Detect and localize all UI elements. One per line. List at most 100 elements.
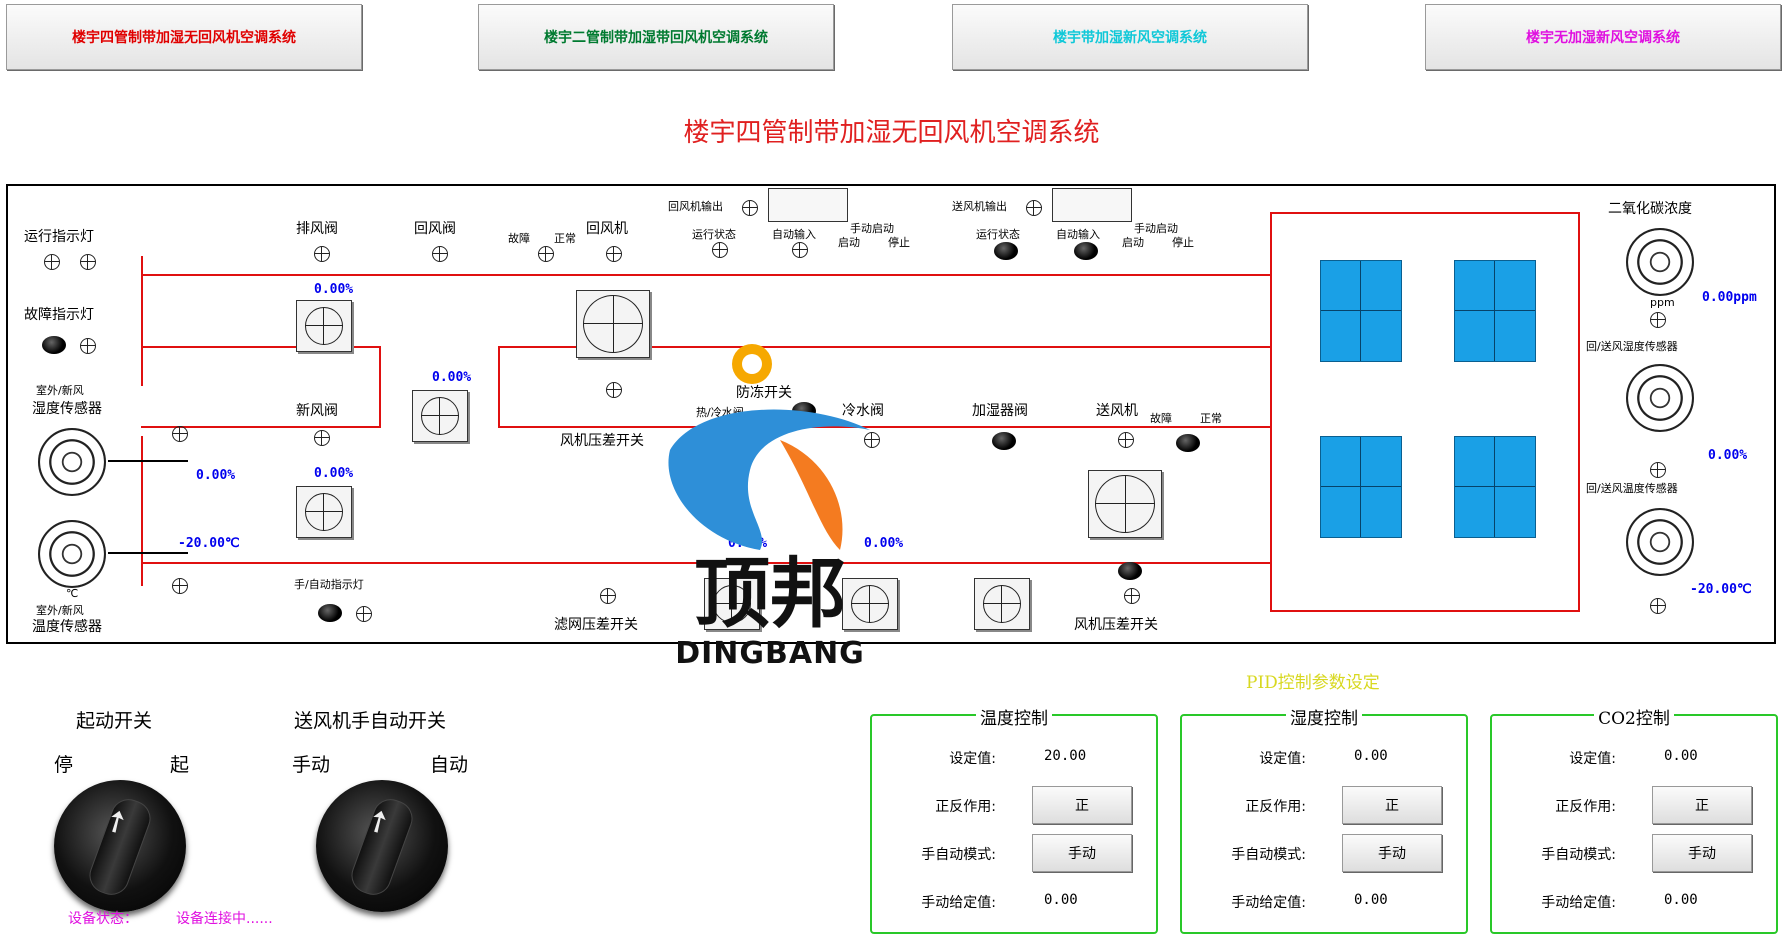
ppm-label: ppm <box>1650 296 1675 309</box>
ahu-box <box>1270 212 1580 612</box>
return-damper-icon[interactable] <box>412 390 468 442</box>
auto-input-icon-2 <box>1074 242 1098 260</box>
cold-valve-pct: 0.00% <box>864 536 904 551</box>
manual-label: 手动 <box>292 754 331 776</box>
run-light-term-icon <box>80 254 96 270</box>
duct-top-edge <box>141 274 1271 276</box>
duct-connector-left <box>379 346 381 428</box>
stop-label-2: 停止 <box>1172 236 1194 249</box>
mode-button[interactable]: 手动 <box>1652 834 1752 872</box>
setpoint-value[interactable]: 0.00 <box>1664 748 1698 764</box>
return-fan-normal-label: 正常 <box>554 232 576 245</box>
direction-label: 正反作用: <box>1245 799 1306 815</box>
duct-bottom-edge <box>141 562 1271 564</box>
direction-button[interactable]: 正 <box>1032 786 1132 824</box>
supply-fan-fault-icon <box>1176 434 1200 452</box>
fault-light-icon <box>42 336 66 354</box>
setpoint-label: 设定值: <box>1569 751 1616 767</box>
cold-water-valve-icon <box>864 432 880 448</box>
mode-button[interactable]: 手动 <box>1032 834 1132 872</box>
pid-group-temperature: 温度控制 设定值:20.00 正反作用:正 手自动模式:手动 手动给定值:0.0… <box>870 709 1158 934</box>
watermark-en: DINGBANG <box>675 636 865 671</box>
humidifier-valve-icon <box>992 432 1016 450</box>
mode-label: 手自动模式: <box>1231 847 1306 863</box>
co2-label: 二氧化碳浓度 <box>1608 201 1692 217</box>
fault-light-label: 故障指示灯 <box>24 307 94 323</box>
stop-label: 停 <box>54 754 74 776</box>
humidifier-damper-icon[interactable] <box>974 578 1030 630</box>
filter-dp-icon <box>600 588 616 604</box>
page-title: 楼宇四管制带加湿无回风机空调系统 <box>683 118 1100 148</box>
cold-water-valve-label: 冷水阀 <box>842 403 884 419</box>
pid-group-humidity: 湿度控制 设定值:0.00 正反作用:正 手自动模式:手动 手动给定值:0.00 <box>1180 709 1468 934</box>
start-switch-label: 起动开关 <box>76 710 153 732</box>
setpoint-value[interactable]: 20.00 <box>1044 748 1087 764</box>
manual-value[interactable]: 0.00 <box>1354 892 1388 908</box>
supply-fan-icon[interactable] <box>1088 470 1162 538</box>
tab-fresh-air-hum[interactable]: 楼宇带加湿新风空调系统 <box>952 4 1308 70</box>
ret-sup-hum-gauge-icon <box>1626 364 1694 432</box>
pid-title: PID控制参数设定 <box>1246 673 1380 693</box>
fresh-damper-icon[interactable] <box>296 486 352 538</box>
outdoor-hum-value: 0.00% <box>196 468 236 483</box>
coil-top-right <box>1454 260 1536 362</box>
temp-sensor-term-icon <box>172 578 188 594</box>
supply-fan-output-label: 送风机输出 <box>952 200 1007 213</box>
start-switch-knob[interactable]: ➚ <box>54 780 186 912</box>
temp-sensor-label: 温度传感器 <box>32 619 102 635</box>
manual-value-label: 手动给定值: <box>1231 895 1306 911</box>
supply-fan-fault-label: 故障 <box>1150 412 1172 425</box>
duct-connector-right <box>498 346 500 428</box>
run-state-label-1: 运行状态 <box>692 228 736 241</box>
exhaust-damper-icon[interactable] <box>296 300 352 352</box>
tab-fresh-air-nohum[interactable]: 楼宇无加湿新风空调系统 <box>1425 4 1781 70</box>
pid-group-title: 温度控制 <box>976 709 1052 729</box>
return-fan-term-icon <box>606 246 622 262</box>
outdoor-temp-gauge-icon <box>38 520 106 588</box>
auto-input-label-2: 自动输入 <box>1056 228 1100 241</box>
direction-button[interactable]: 正 <box>1652 786 1752 824</box>
hum-sensor-wire <box>108 460 188 462</box>
mode-button[interactable]: 手动 <box>1342 834 1442 872</box>
exhaust-valve-label: 排风阀 <box>296 221 338 237</box>
start-label-1: 启动 <box>838 236 860 249</box>
supply-fan-label: 送风机 <box>1096 403 1138 419</box>
coil-bottom-right <box>1454 436 1536 538</box>
ret-sup-temp-value: -20.00℃ <box>1690 582 1752 597</box>
auto-input-label-1: 自动输入 <box>772 228 816 241</box>
supply-fan-dp-term-icon <box>1124 588 1140 604</box>
temp-unit-label: ℃ <box>66 587 79 600</box>
manual-value[interactable]: 0.00 <box>1664 892 1698 908</box>
run-state-label-2: 运行状态 <box>976 228 1020 241</box>
tab-four-pipe[interactable]: 楼宇四管制带加湿无回风机空调系统 <box>6 4 362 70</box>
run-light-icon <box>44 254 60 270</box>
watermark-swirl-icon <box>668 344 870 550</box>
humidifier-valve-label: 加湿器阀 <box>972 403 1028 419</box>
start-label-2: 启动 <box>1122 236 1144 249</box>
fan-mode-switch-knob[interactable]: ➚ <box>316 780 448 912</box>
inlet-upper <box>141 256 143 386</box>
return-valve-label: 回风阀 <box>414 221 456 237</box>
hot-valve-damper-icon[interactable] <box>704 578 760 630</box>
temp-sensor-wire <box>108 552 188 554</box>
antifreeze-switch-label: 防冻开关 <box>736 385 792 401</box>
setpoint-label: 设定值: <box>1259 751 1306 767</box>
fault-light-term-icon <box>80 338 96 354</box>
supply-fan-output-icon <box>1026 200 1042 216</box>
setpoint-value[interactable]: 0.00 <box>1354 748 1388 764</box>
run-state-icon-2 <box>994 242 1018 260</box>
supply-fan-term-icon <box>1118 432 1134 448</box>
duct-lower-top-right <box>498 426 1271 428</box>
ret-sup-temp-label: 回/送风温度传感器 <box>1586 482 1678 495</box>
outdoor-fresh-label-2: 室外/新风 <box>36 604 84 617</box>
co2-value: 0.00ppm <box>1702 290 1757 305</box>
cold-valve-damper-icon[interactable] <box>842 578 898 630</box>
mode-label: 手自动模式: <box>921 847 996 863</box>
return-fan-output-label: 回风机输出 <box>668 200 723 213</box>
return-fan-fault-icon <box>538 246 554 262</box>
return-fan-icon[interactable] <box>576 290 650 358</box>
tab-two-pipe[interactable]: 楼宇二管制带加湿带回风机空调系统 <box>478 4 834 70</box>
fan-dp-switch-label-1: 风机压差开关 <box>560 433 644 449</box>
direction-button[interactable]: 正 <box>1342 786 1442 824</box>
manual-value[interactable]: 0.00 <box>1044 892 1078 908</box>
